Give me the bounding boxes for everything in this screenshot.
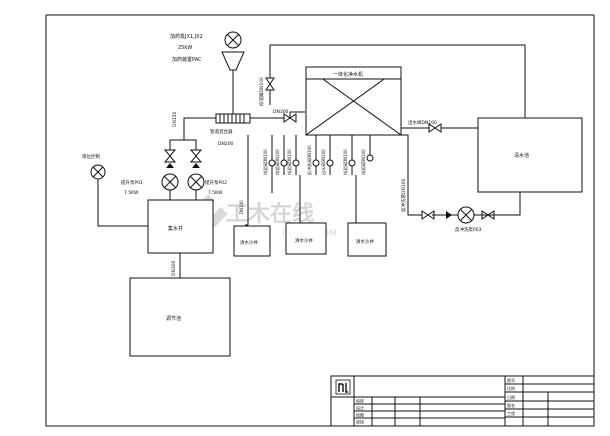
pump-p01-name: 提升泵P01 [121, 179, 143, 186]
clear-water-pipe-label: 出水阀DN100 [408, 119, 437, 126]
sand-well-2 [285, 222, 327, 255]
inlet-pipe-left [183, 117, 216, 130]
collection-pool-label: 集水井 [168, 225, 183, 232]
backwash-return-pipe [500, 192, 521, 216]
outlet-pipe-label-1: 排泥阀DN100 [262, 149, 268, 175]
sand-pipe-label: DN100 [239, 200, 244, 214]
outlet-valve-7-icon [366, 154, 374, 162]
inlet-pipe-right [250, 111, 305, 119]
pump-p02-name: 提升泵P02 [205, 179, 227, 186]
outlet-pipe-label-7: 排泥阀DN100 [360, 149, 366, 175]
clear-water-valve-icon [428, 123, 442, 133]
title-label-date: 日期 [507, 394, 515, 400]
mixer-label: 管道混合器 [210, 128, 233, 135]
outlet-pipe-label-4: 反冲洗阀DN100 [306, 145, 312, 175]
pump-p01-power: 7.5KW [124, 190, 139, 196]
outlet-pipe-label-5: 出水阀DN100 [320, 149, 326, 175]
level-control-label: 液位控制 [82, 153, 100, 160]
purifier-title: 一体化净水机 [333, 71, 363, 78]
collection-pool [147, 199, 214, 254]
backwash-pump-label: 反冲洗泵P03 [455, 226, 482, 233]
sand-well-3-label: 清水沙井 [356, 238, 374, 245]
outlet-pipe-label-2: 排泥阀DN100 [274, 149, 280, 175]
backwash-pump-icon [457, 206, 475, 224]
level-signal-line [97, 179, 148, 227]
pump-p02-icon [187, 173, 205, 191]
title-label-project: 工程 [507, 410, 515, 416]
inlet-pipe-label: DN150 [172, 111, 178, 127]
pump-p01-icon [161, 173, 179, 191]
inlet-valve-icon [283, 113, 297, 123]
outlet-pipe-label-3: 排泥阀DN100 [286, 149, 292, 175]
outlet-valve-1-icon [268, 159, 276, 167]
level-control-icon [90, 164, 106, 180]
outlet-valve-2-icon [280, 159, 288, 167]
pump-p02-valve-icon [189, 149, 203, 168]
upper-valve-icon [265, 77, 275, 91]
title-label-scale: 比例 [507, 385, 515, 391]
title-block: 校核 设计 绘图 审核 图号 比例 日期 图名 工程 [330, 375, 595, 427]
dosing-pump-icon [224, 31, 242, 49]
pool-pipe-label: DN300 [171, 260, 177, 276]
dosing-hopper [221, 51, 245, 71]
sand-well-3 [347, 222, 387, 257]
sand-well-1 [233, 225, 271, 257]
purifier-outlets [245, 135, 374, 226]
clear-water-tank [477, 117, 583, 193]
pipe-mixer-icon [215, 113, 251, 124]
drawing-border [45, 14, 595, 427]
sand-well-2-label: 清水沙井 [295, 237, 313, 244]
backwash-pipe-label: 反冲洗管DN100 [400, 178, 407, 212]
outlet-valve-3-icon [292, 159, 300, 167]
outlet-pipe-label-6: 排泥阀DN100 [342, 149, 348, 175]
regulating-tank [129, 277, 231, 357]
outlet-valve-6-icon [348, 159, 356, 167]
mixer-pipe-label: DN200 [218, 141, 234, 147]
clear-water-tank-label: 清水池 [514, 152, 529, 159]
title-label-name: 图名 [507, 402, 515, 408]
pump-p01-valve-icon [163, 149, 177, 168]
title-label-review: 审核 [356, 419, 364, 425]
regulating-tank-label: 调节池 [166, 315, 181, 322]
dosing-label-1: 加药泵JX1,JX2 [170, 33, 203, 40]
backwash-pipe [401, 134, 432, 216]
dosing-label-3: 加药装置PAC [172, 56, 202, 63]
main-pipe-label: DN300 [273, 109, 289, 115]
upper-valve-label: 排泥阀DN100 [258, 77, 265, 106]
title-label-drawing-no: 图号 [507, 377, 515, 383]
sand-well-1-label: 清水沙井 [240, 239, 258, 246]
outlet-valve-5-icon [326, 159, 334, 167]
outlet-valve-4-icon [312, 159, 320, 167]
pump-p02-power: 7.5KW [208, 190, 223, 196]
title-label-drawing: 绘图 [356, 412, 364, 418]
pump-manifold [169, 139, 197, 150]
dosing-label-2: 25kW [178, 45, 192, 51]
title-label-check: 校核 [356, 398, 364, 404]
sludge-return-pipe [269, 44, 526, 118]
company-logo-icon [335, 379, 351, 395]
title-label-design: 设计 [356, 405, 364, 411]
